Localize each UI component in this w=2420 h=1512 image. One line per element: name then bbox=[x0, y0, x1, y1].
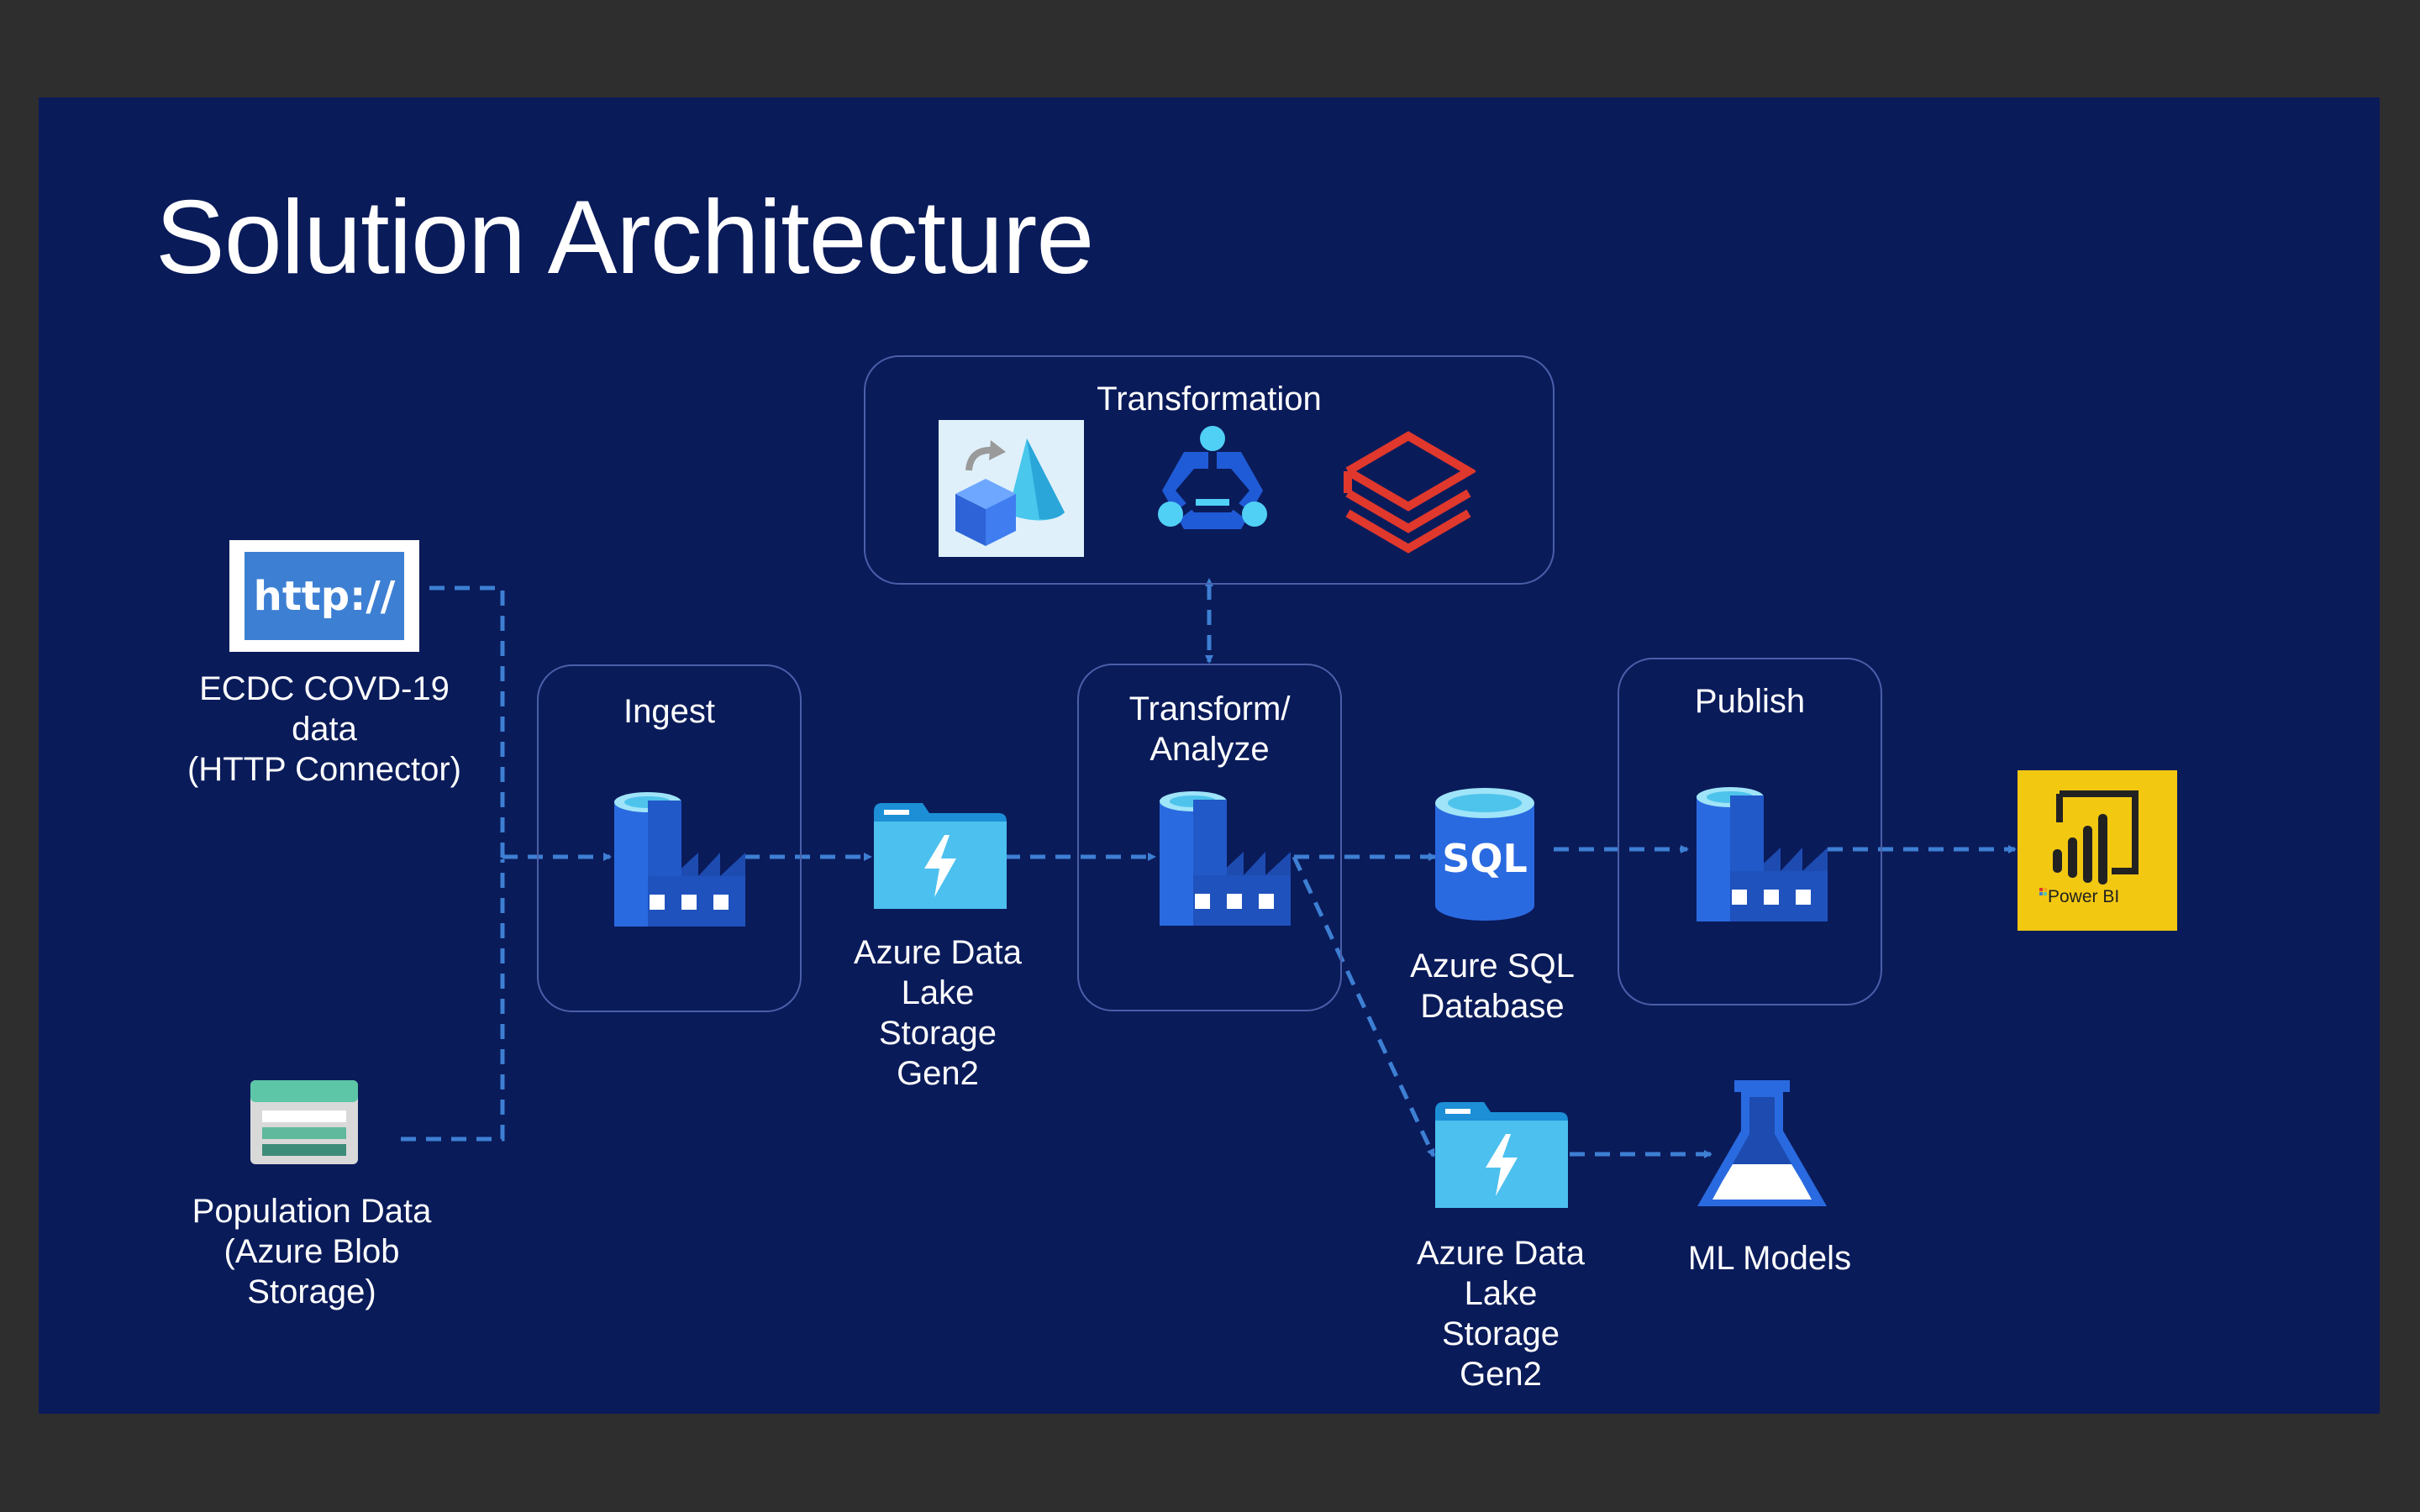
slide: Solution Architecture Transformation bbox=[39, 97, 2380, 1414]
data-lake-icon bbox=[1435, 1102, 1568, 1208]
ingest-label: Ingest bbox=[623, 693, 715, 730]
data-lake-icon bbox=[874, 803, 1007, 909]
blob-to-join-line bbox=[401, 859, 505, 1142]
http-badge-text: http:// bbox=[245, 552, 404, 640]
ml-models-label: ML Models bbox=[1687, 1240, 1852, 1277]
sql-icon-text: SQL bbox=[1442, 836, 1528, 881]
sql-database-icon: SQL bbox=[1435, 788, 1534, 921]
blob-storage-icon bbox=[250, 1080, 358, 1164]
transformation-box: Transformation bbox=[864, 355, 1555, 585]
power-bi-icon: Power BI bbox=[2018, 770, 2177, 931]
adls-main-label: Azure Data Lake Storage Gen2 bbox=[853, 934, 1023, 1092]
sql-label: Azure SQL Database bbox=[1410, 948, 1575, 1025]
databricks-icon bbox=[1341, 423, 1477, 554]
connector-lines bbox=[401, 578, 2017, 1158]
transform-analyze-label: Transform/ Analyze bbox=[1128, 690, 1291, 768]
publish-label: Publish bbox=[1694, 683, 1806, 720]
hdinsight-icon bbox=[939, 420, 1084, 557]
power-bi-label: Power BI bbox=[2048, 887, 2120, 906]
http-icon: http:// bbox=[229, 540, 419, 652]
transform-to-adls-ml-arrow bbox=[1292, 855, 1436, 1158]
synapse-icon bbox=[1145, 422, 1280, 556]
data-factory-icon bbox=[1160, 791, 1294, 926]
data-factory-icon bbox=[1697, 787, 1831, 921]
adls-ml-label: Azure Data Lake Storage Gen2 bbox=[1416, 1235, 1586, 1393]
publish-box: Publish bbox=[1618, 658, 1882, 1005]
ingest-box: Ingest bbox=[537, 664, 802, 1012]
ml-flask-icon bbox=[1692, 1080, 1832, 1215]
data-factory-icon bbox=[614, 792, 749, 927]
page-title: Solution Architecture bbox=[155, 180, 1094, 296]
http-source-label: ECDC COVD-19 data (HTTP Connector) bbox=[187, 670, 461, 788]
http-to-join-line bbox=[429, 585, 505, 859]
transformation-label: Transformation bbox=[1097, 381, 1322, 417]
blob-source-label: Population Data (Azure Blob Storage) bbox=[192, 1193, 432, 1310]
transform-analyze-box: Transform/ Analyze bbox=[1077, 664, 1342, 1011]
